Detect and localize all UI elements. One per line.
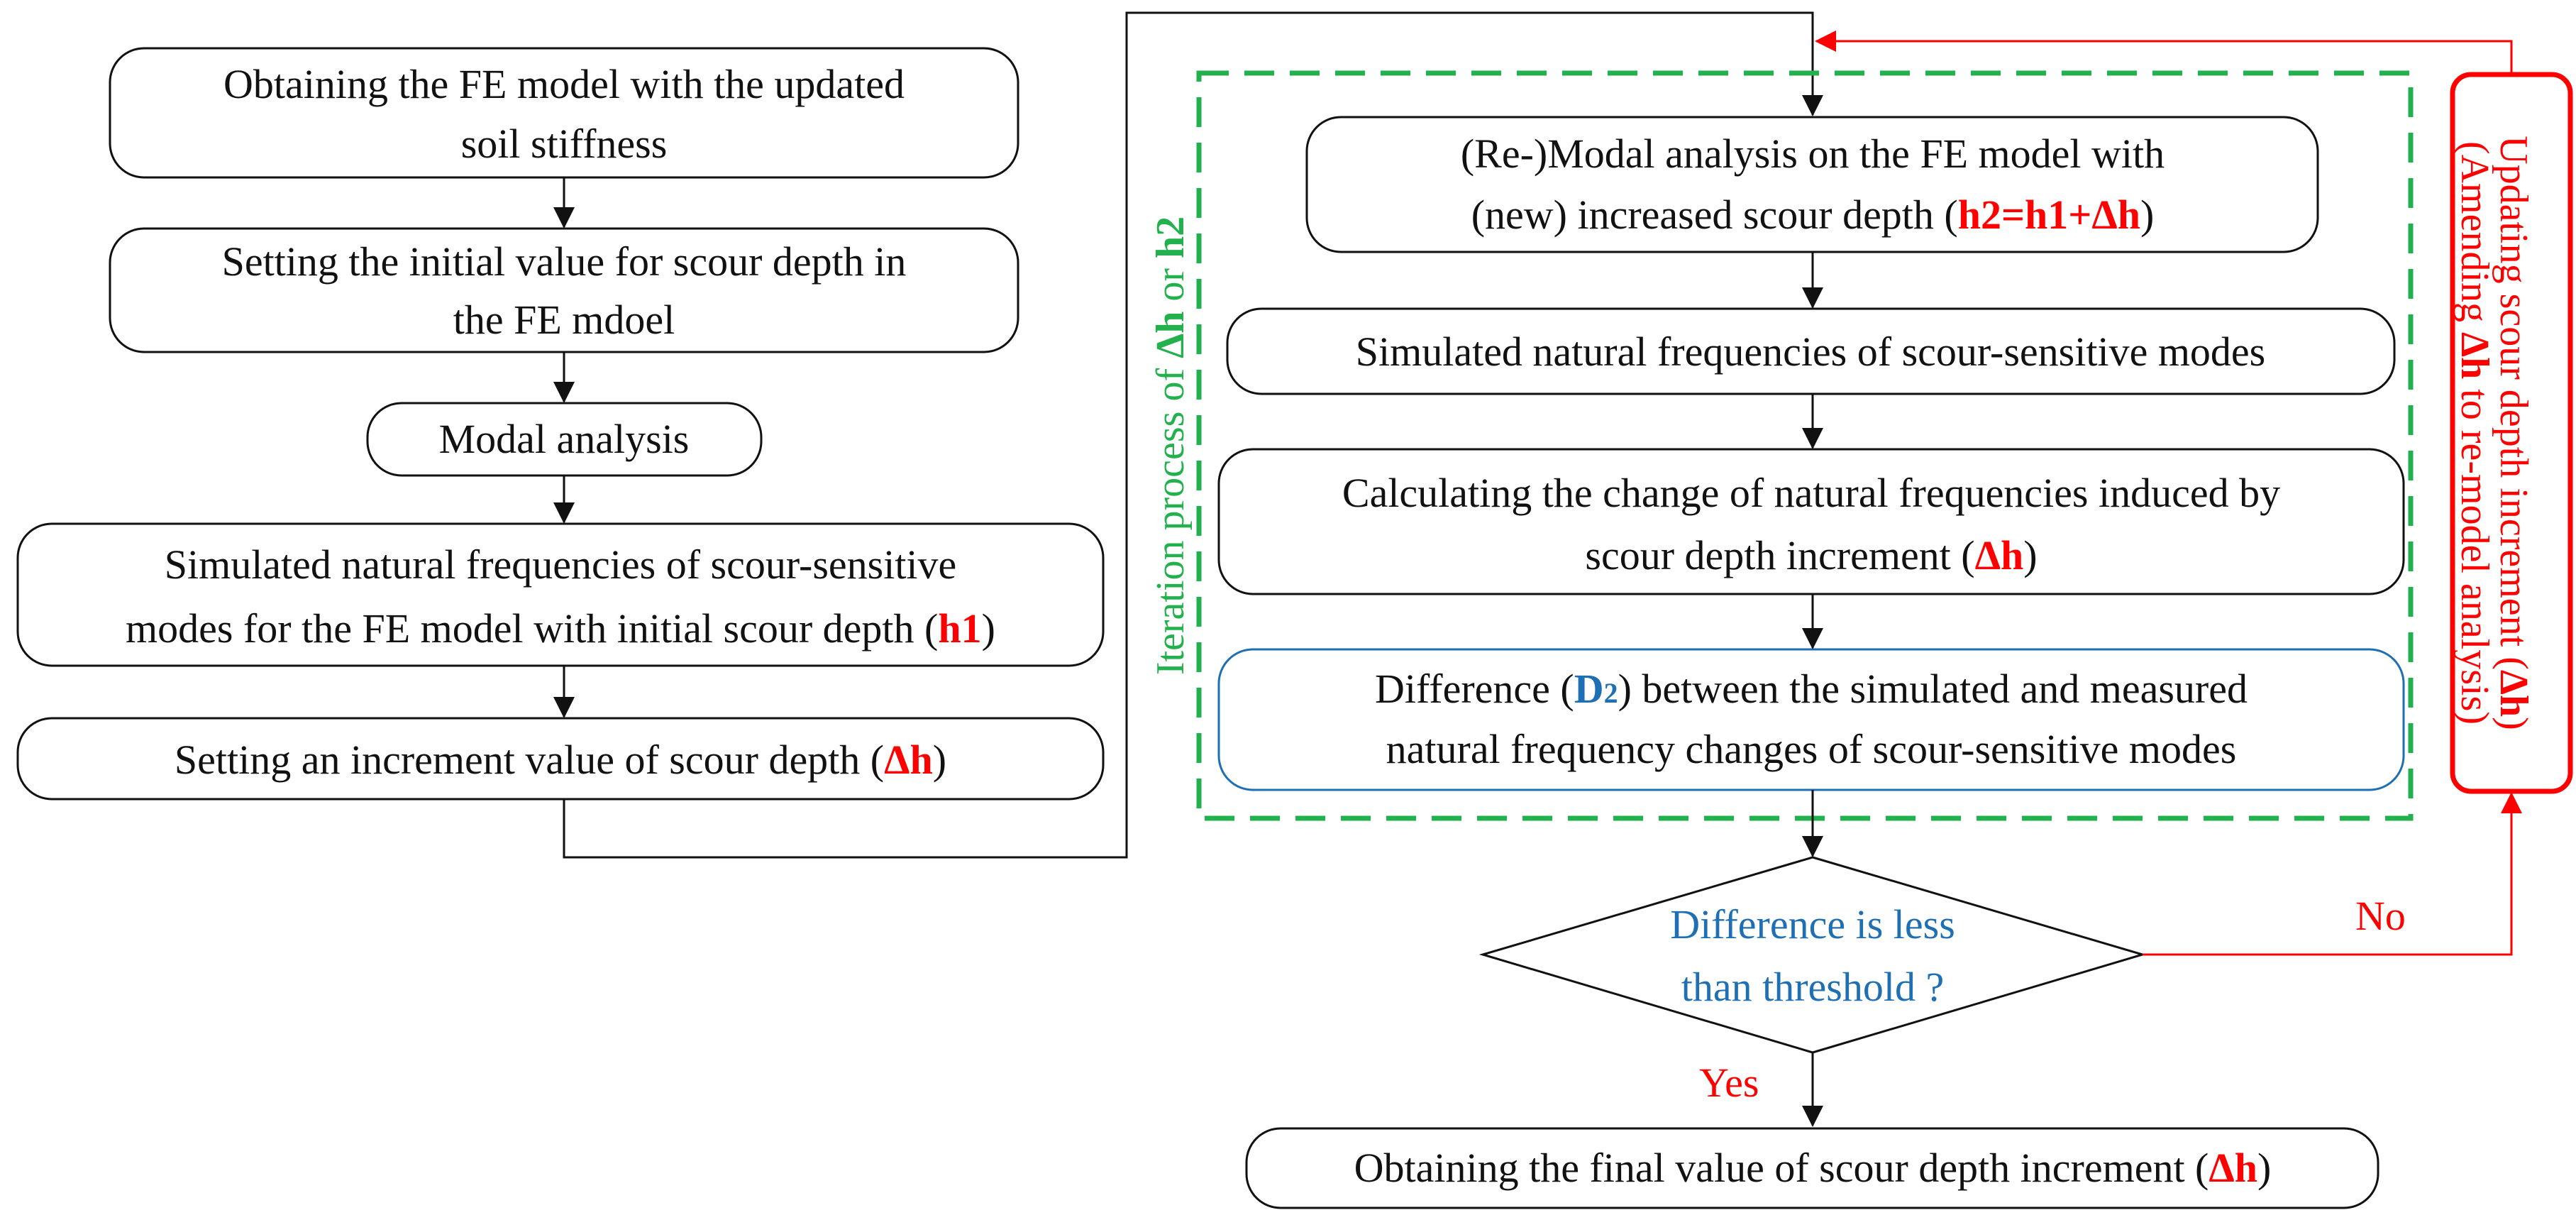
arrow-no — [2143, 792, 2522, 956]
box-simulated-modes — [1226, 307, 2396, 395]
connector-left-to-right — [563, 11, 1823, 859]
box-modal-analysis-line1: Modal analysis — [439, 416, 690, 462]
box-simulated-initial-line2: modes for the FE model with initial scou… — [126, 605, 995, 652]
yes-label: Yes — [1699, 1060, 1759, 1106]
feedback-loop — [1815, 31, 2513, 75]
box-frequency-change — [1217, 448, 2405, 595]
box-obtain-fe-model-line2: soil stiffness — [461, 121, 668, 167]
box-simulated-modes-line1: Simulated natural frequencies of scour-s… — [1356, 329, 2266, 375]
box-obtain-fe-model-line1: Obtaining the FE model with the updated — [223, 61, 905, 107]
box-initial-scour-depth-line2: the FE mdoel — [453, 297, 675, 343]
decision-line2: than threshold ? — [1681, 964, 1944, 1010]
box-final-value — [1245, 1127, 2379, 1209]
box-difference-d2 — [1217, 648, 2405, 791]
box-simulated-initial-line1: Simulated natural frequencies of scour-s… — [165, 541, 957, 588]
box-final-value-line1: Obtaining the final value of scour depth… — [1354, 1145, 2272, 1191]
decision-diamond — [1478, 856, 2147, 1054]
box-frequency-change-line1: Calculating the change of natural freque… — [1342, 470, 2280, 516]
box-increment-value — [16, 717, 1105, 801]
box-difference-d2-line1: Difference (D2) between the simulated an… — [1375, 666, 2248, 712]
box-re-modal-analysis-line2: (new) increased scour depth (h2=h1+Δh) — [1471, 192, 2155, 238]
iteration-frame — [1196, 70, 2414, 821]
box-increment-value-line1: Setting an increment value of scour dept… — [175, 737, 946, 783]
box-initial-scour-depth-line1: Setting the initial value for scour dept… — [222, 238, 907, 285]
no-label: No — [2355, 893, 2406, 939]
box-frequency-change-line2: scour depth increment (Δh) — [1585, 532, 2037, 578]
decision-line1: Difference is less — [1670, 901, 1955, 947]
box-re-modal-analysis-line1: (Re-)Modal analysis on the FE model with — [1461, 131, 2165, 177]
box-difference-d2-line2: natural frequency changes of scour-sensi… — [1386, 726, 2237, 772]
update-line2: (Amending Δh to re-model analysis) — [2453, 141, 2497, 725]
update-line1: Updating scour depth increment (Δh) — [2492, 136, 2536, 730]
iteration-label: Iteration process of Δh or h2 — [1149, 216, 1193, 675]
box-simulated-initial — [16, 522, 1105, 667]
